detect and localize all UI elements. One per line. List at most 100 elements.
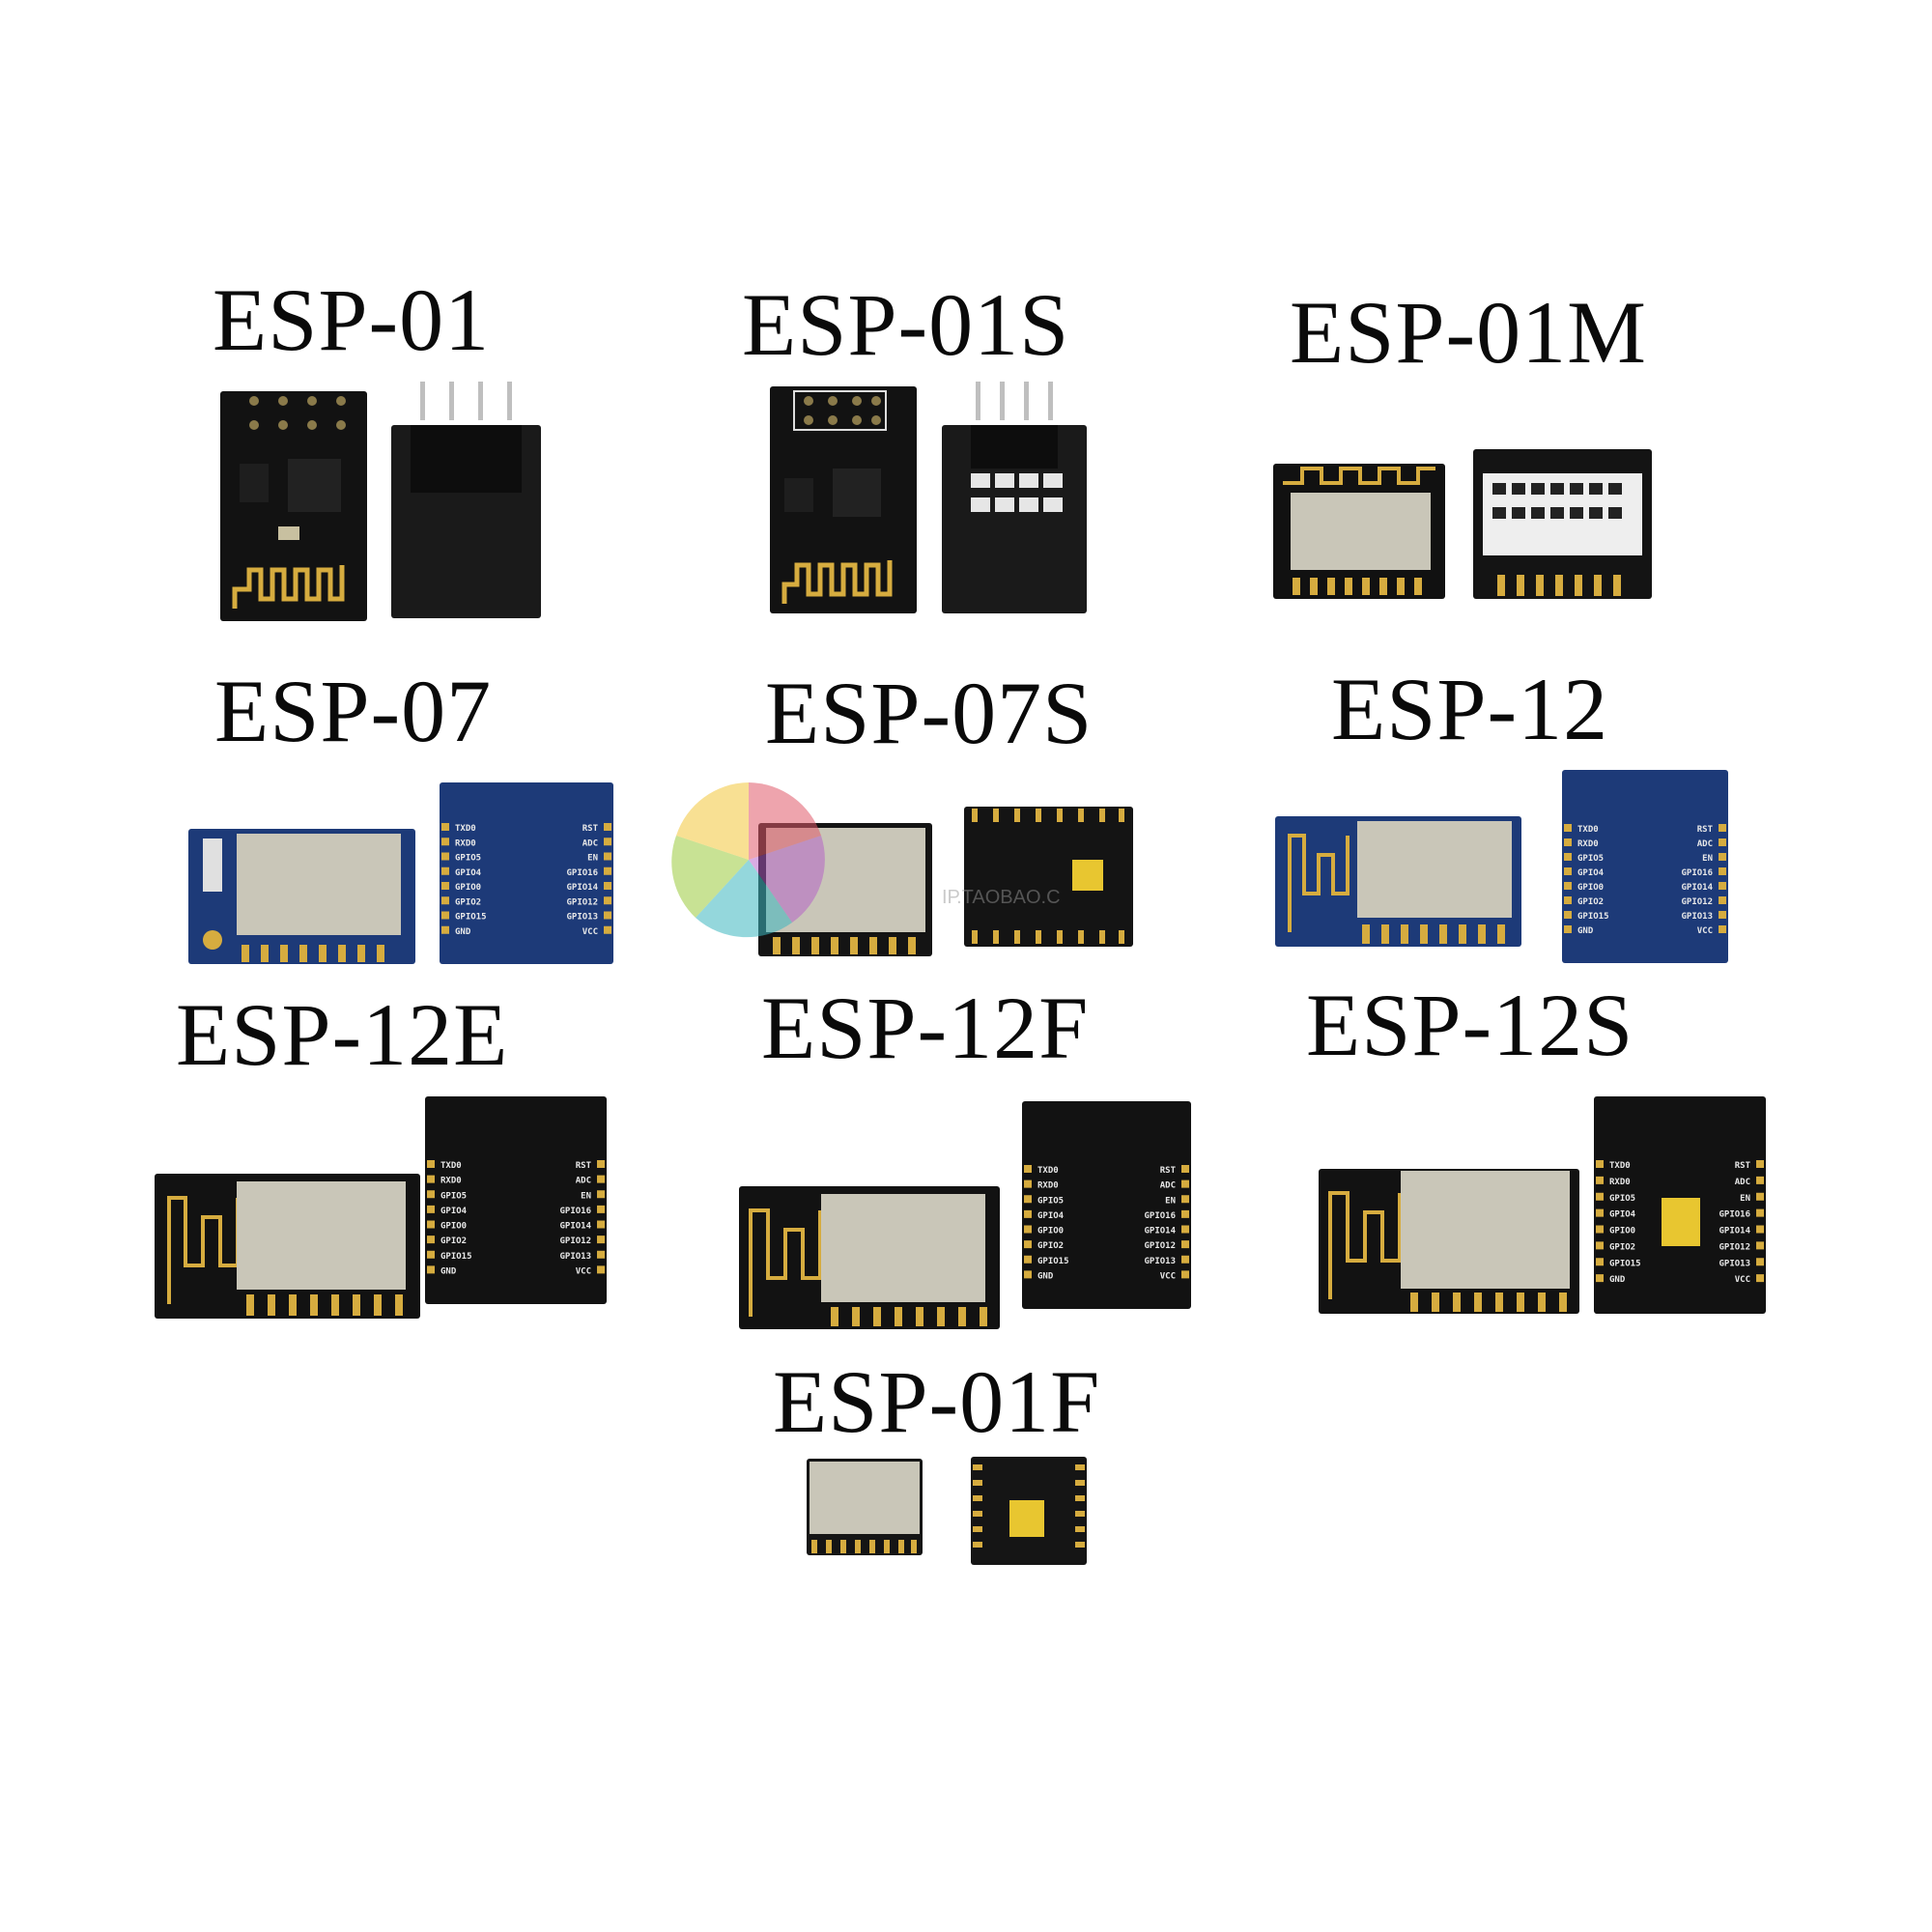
pin-label: GPIO2 <box>1577 897 1604 907</box>
pin-label: TXD0 <box>1037 1166 1059 1176</box>
esp-07-front-module <box>188 829 415 964</box>
pin-label: RXD0 <box>1577 839 1599 849</box>
pin-label: GPIO14 <box>1681 883 1713 893</box>
pin-label: RST <box>1697 825 1714 835</box>
pin-label: TXD0 <box>455 824 476 834</box>
pin-label: ADC <box>582 838 598 848</box>
label-esp-12s: ESP-12S <box>1306 976 1634 1074</box>
pin-label: GPIO14 <box>1719 1227 1750 1236</box>
pin-label: RXD0 <box>1609 1178 1631 1187</box>
pin-label: GPIO14 <box>1144 1227 1176 1236</box>
esp-01s-front-module <box>770 386 917 613</box>
label-esp-01m: ESP-01M <box>1290 283 1647 382</box>
pin-label: GPIO5 <box>1577 854 1604 864</box>
pin-label: GPIO5 <box>1609 1194 1635 1204</box>
pin-label: GPIO13 <box>1144 1257 1176 1266</box>
label-esp-07: ESP-07 <box>214 662 493 760</box>
pin-label: GND <box>1609 1275 1626 1285</box>
pin-label: TXD0 <box>440 1161 462 1171</box>
watermark-text: ІР.TAOBAO.C <box>942 887 1061 908</box>
pin-label: GPIO2 <box>1609 1242 1635 1252</box>
pin-label: VCC <box>582 927 598 937</box>
watermark-logo <box>667 778 831 942</box>
pin-label: GPIO16 <box>1681 868 1713 878</box>
pin-label: GPIO4 <box>440 1207 468 1216</box>
pin-label: GPIO16 <box>559 1207 591 1216</box>
esp-01s-back-module <box>942 382 1087 613</box>
pin-label: EN <box>1740 1194 1750 1204</box>
esp-01m-front-module <box>1273 464 1445 599</box>
pin-label: GPIO4 <box>1037 1211 1065 1221</box>
pin-label: RST <box>1735 1161 1751 1171</box>
pin-label: TXD0 <box>1577 825 1599 835</box>
pin-label: RST <box>1160 1166 1177 1176</box>
pin-label: GPIO0 <box>1037 1227 1064 1236</box>
pin-label: GPIO15 <box>440 1252 472 1262</box>
pin-label: GPIO12 <box>1144 1241 1176 1251</box>
pin-label: GPIO2 <box>455 897 481 907</box>
label-esp-01f: ESP-01F <box>773 1352 1101 1451</box>
pin-label: RST <box>576 1161 592 1171</box>
esp-01-front-module <box>220 391 367 621</box>
pin-label: EN <box>1165 1196 1176 1206</box>
pin-label: ADC <box>1697 839 1713 849</box>
pin-label: GPIO14 <box>559 1222 591 1232</box>
pin-label: GPIO5 <box>440 1191 467 1201</box>
pin-label: GPIO13 <box>566 913 598 923</box>
pin-label: EN <box>581 1191 591 1201</box>
pin-label: EN <box>1702 854 1713 864</box>
pin-label: ADC <box>1160 1181 1176 1191</box>
pin-label: EN <box>587 854 598 864</box>
pin-label: GND <box>455 927 471 937</box>
pin-label: VCC <box>1160 1271 1176 1281</box>
esp-12f-front-module <box>739 1186 1000 1329</box>
pin-label: GPIO4 <box>1577 868 1605 878</box>
pin-label: GPIO13 <box>559 1252 591 1262</box>
pin-label: GND <box>1037 1271 1054 1281</box>
esp-01f-front-module <box>807 1459 923 1555</box>
pin-label: RST <box>582 824 599 834</box>
pin-label: VCC <box>576 1266 591 1276</box>
esp-12e-front-module <box>155 1174 420 1319</box>
pin-label: GPIO16 <box>566 868 598 878</box>
label-esp-12f: ESP-12F <box>761 979 1090 1077</box>
label-esp-12: ESP-12 <box>1331 660 1609 758</box>
pin-label: GPIO12 <box>1681 897 1713 907</box>
pin-label: ADC <box>1735 1178 1750 1187</box>
pin-label: GPIO0 <box>440 1222 467 1232</box>
pin-label: GPIO4 <box>1609 1210 1636 1220</box>
pin-label: GPIO0 <box>455 883 481 893</box>
pin-label: ADC <box>576 1177 591 1186</box>
pin-label: TXD0 <box>1609 1161 1631 1171</box>
pin-label: GPIO15 <box>1609 1259 1641 1268</box>
pin-label: GPIO12 <box>559 1236 591 1246</box>
pin-label: GPIO12 <box>1719 1242 1750 1252</box>
pin-label: GPIO16 <box>1144 1211 1176 1221</box>
pin-label: GPIO2 <box>440 1236 467 1246</box>
pin-label: GPIO0 <box>1609 1227 1635 1236</box>
pin-label: GPIO13 <box>1719 1259 1750 1268</box>
label-esp-12e: ESP-12E <box>176 985 509 1084</box>
esp-12-front-module <box>1275 816 1521 947</box>
pin-label: GPIO15 <box>1577 912 1609 922</box>
pin-label: GPIO12 <box>566 897 598 907</box>
pin-label: RXD0 <box>440 1177 462 1186</box>
esp-01-back-module <box>391 382 541 618</box>
pin-label: GPIO5 <box>1037 1196 1064 1206</box>
pin-label: VCC <box>1735 1275 1750 1285</box>
pin-label: GND <box>440 1266 457 1276</box>
esp-12s-front-module <box>1319 1169 1579 1314</box>
label-esp-07s: ESP-07S <box>765 664 1094 762</box>
pin-label: GPIO13 <box>1681 912 1713 922</box>
pin-label: GPIO0 <box>1577 883 1604 893</box>
esp-07s-back-module <box>964 807 1133 947</box>
pin-label: GND <box>1577 926 1594 936</box>
pin-label: RXD0 <box>1037 1181 1059 1191</box>
pin-label: GPIO14 <box>566 883 598 893</box>
label-esp-01: ESP-01 <box>213 270 491 369</box>
